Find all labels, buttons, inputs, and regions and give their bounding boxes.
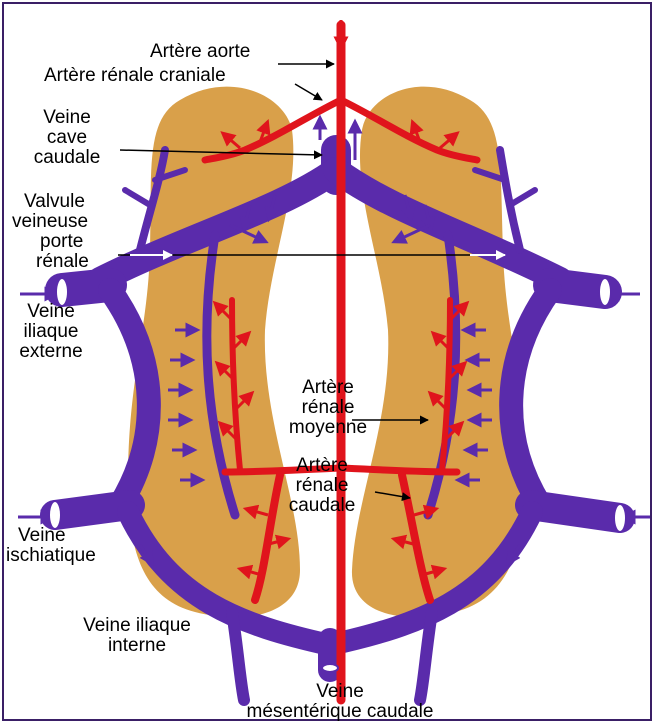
label-line: Veine iliaque <box>62 616 212 636</box>
label-line: veineuse <box>10 212 89 232</box>
label-line: ischiatique <box>6 546 96 566</box>
label-renal-portal-valve: Valvule veineuse porte rénale <box>10 192 89 272</box>
label-line: externe <box>6 342 96 362</box>
label-line: Veine <box>6 526 96 546</box>
label-line: rénale <box>278 398 378 418</box>
label-ischiatic-vein: Veine ischiatique <box>6 526 96 566</box>
label-arteria-aorta: Artère aorte <box>150 42 250 62</box>
label-line: caudale <box>272 496 372 516</box>
label-line: Veine <box>210 682 470 702</box>
label-line: moyenne <box>278 418 378 438</box>
label-internal-iliac-vein: Veine iliaque interne <box>62 616 212 656</box>
label-caudal-vena-cava: Veine cave caudale <box>22 108 112 168</box>
label-line: mésentérique caudale <box>210 702 470 722</box>
label-line: rénale <box>10 252 89 272</box>
label-caudal-mesenteric-vein: Veine mésentérique caudale <box>210 682 470 722</box>
label-line: Valvule <box>10 192 89 212</box>
label-line: Veine <box>6 302 96 322</box>
label-external-iliac-vein: Veine iliaque externe <box>6 302 96 362</box>
label-middle-renal-artery: Artère rénale moyenne <box>278 378 378 438</box>
label-caudal-renal-artery: Artère rénale caudale <box>272 456 372 516</box>
label-cranial-renal-artery: Artère rénale craniale <box>44 66 226 86</box>
label-line: Artère <box>278 378 378 398</box>
label-line: porte <box>10 232 89 252</box>
label-line: Artère <box>272 456 372 476</box>
label-line: interne <box>62 636 212 656</box>
label-line: caudale <box>22 148 112 168</box>
label-line: Veine <box>22 108 112 128</box>
label-line: iliaque <box>6 322 96 342</box>
label-line: rénale <box>272 476 372 496</box>
label-line: cave <box>22 128 112 148</box>
